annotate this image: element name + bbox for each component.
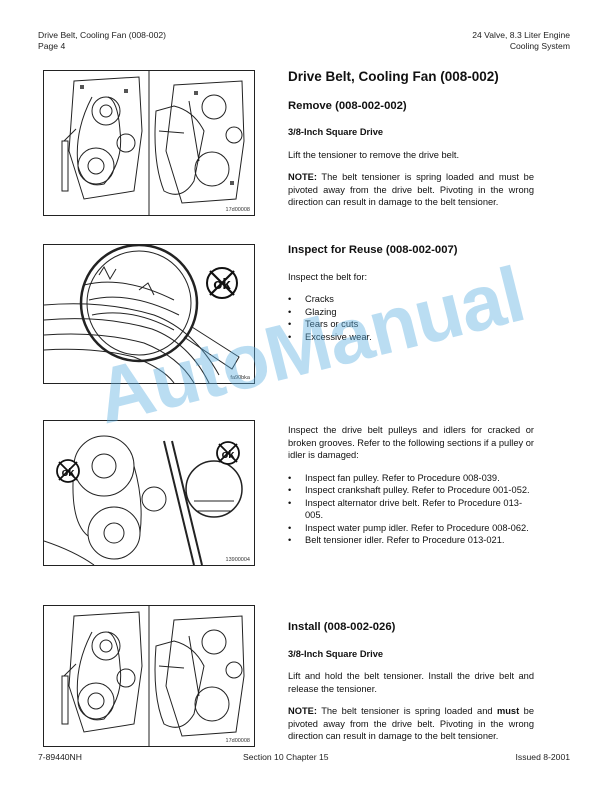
figure-code: 17d00008 <box>225 207 250 213</box>
install-section: Install (008-002-026) 3/8-Inch Square Dr… <box>288 621 534 753</box>
list-item: Inspect crankshaft pulley. Refer to Proc… <box>288 484 534 497</box>
ok-prohibited-icon: ok <box>56 459 80 483</box>
note-text: The belt tensioner is spring loaded and … <box>288 172 534 207</box>
header-system-name: Cooling System <box>509 41 570 51</box>
engine-belt-illustration <box>44 71 245 215</box>
header-page-number: Page 4 <box>38 41 66 51</box>
list-item: Inspect water pump idler. Refer to Proce… <box>288 522 534 535</box>
inspect-pulleys-section: Inspect the drive belt pulleys and idler… <box>288 424 534 547</box>
section-title: Drive Belt, Cooling Fan (008-002) <box>288 69 499 84</box>
remove-section: Drive Belt, Cooling Fan (008-002) Remove… <box>288 69 534 219</box>
list-item: Inspect alternator drive belt. Refer to … <box>288 497 534 522</box>
page-header-right: 24 Valve, 8.3 Liter Engine Cooling Syste… <box>472 30 570 52</box>
inspect-section: Inspect for Reuse (008-002-007) Inspect … <box>288 244 534 343</box>
ok-prohibited-icon: ok <box>206 267 238 299</box>
page-header-left: Drive Belt, Cooling Fan (008-002) Page 4 <box>38 30 166 52</box>
list-item: Inspect fan pulley. Refer to Procedure 0… <box>288 472 534 485</box>
procedure-reference-list: Inspect fan pulley. Refer to Procedure 0… <box>288 472 534 547</box>
list-item: Cracks <box>288 293 534 306</box>
note-text: The belt tensioner is spring loaded and <box>316 706 497 716</box>
figure-inspect-pulleys: ok ok 13900004 <box>43 420 255 566</box>
figure-code: 13900004 <box>225 557 250 563</box>
install-subheading: 3/8-Inch Square Drive <box>288 648 384 659</box>
magnified-belt-illustration: ok <box>44 245 240 383</box>
remove-heading: Remove (008-002-002) <box>288 99 407 112</box>
header-engine-name: 24 Valve, 8.3 Liter Engine <box>472 30 570 40</box>
inspect-pulleys-text: Inspect the drive belt pulleys and idler… <box>288 425 534 460</box>
figure-code: 17d00008 <box>225 738 250 744</box>
inspect-intro: Inspect the belt for: <box>288 271 368 282</box>
install-instruction: Lift and hold the belt tensioner. Instal… <box>288 671 534 694</box>
remove-subheading: 3/8-Inch Square Drive <box>288 127 384 137</box>
inspect-heading: Inspect for Reuse (008-002-007) <box>288 244 458 256</box>
note-text: be pivoted away from the drive belt. Piv… <box>288 706 534 741</box>
footer-section-reference: Section 10 Chapter 15 <box>243 752 329 762</box>
figure-inspect-belt: ok fa90bka <box>43 244 255 384</box>
list-item: Tears or cuts <box>288 318 534 331</box>
footer-issue-date: Issued 8-2001 <box>515 752 570 762</box>
list-item: Excessive wear. <box>288 331 534 344</box>
figure-install-belt: 17d00008 <box>43 605 255 747</box>
install-heading: Install (008-002-026) <box>288 621 396 633</box>
list-item: Belt tensioner idler. Refer to Procedure… <box>288 534 534 547</box>
note-label: NOTE: <box>288 706 317 716</box>
pulley-inspection-illustration: ok ok <box>44 435 243 565</box>
figure-remove-belt: 17d00008 <box>43 70 255 216</box>
note-label: NOTE: <box>288 172 317 182</box>
footer-document-number: 7-89440NH <box>38 752 82 762</box>
engine-belt-illustration <box>61 606 245 746</box>
list-item: Glazing <box>288 306 534 319</box>
note-emphasis: must <box>496 706 520 716</box>
install-note: NOTE: The belt tensioner is spring loade… <box>288 705 534 743</box>
header-document-title: Drive Belt, Cooling Fan (008-002) <box>38 30 167 40</box>
remove-note: NOTE: The belt tensioner is spring loade… <box>288 171 534 209</box>
belt-defect-list: Cracks Glazing Tears or cuts Excessive w… <box>288 293 534 343</box>
figure-code: fa90bka <box>230 375 250 381</box>
ok-prohibited-icon: ok <box>216 441 240 465</box>
remove-instruction: Lift the tensioner to remove the drive b… <box>288 149 460 160</box>
